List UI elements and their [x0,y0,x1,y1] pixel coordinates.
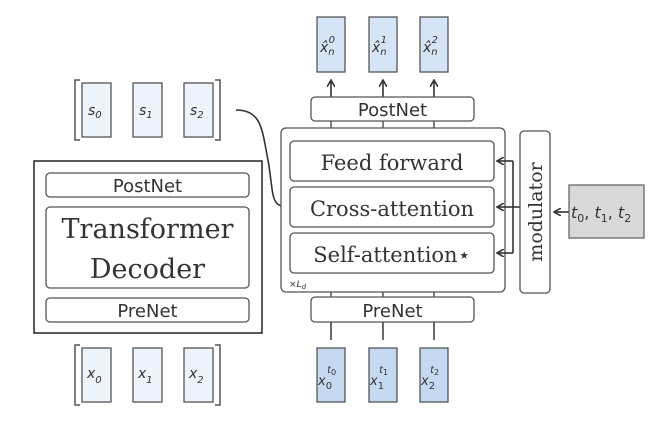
feed-forward-label: Feed forward [321,151,464,175]
context-token: s1 [132,82,163,138]
right-postnet-box [310,96,475,122]
decoder-layer-stack: Feed forward Cross-attention Self-attent… [280,127,506,293]
feed-forward-box [289,140,495,182]
svg-text:x0: x0 [86,366,102,386]
noisy-input-token-group: x0t0 x1t1 x2t2 [316,347,449,403]
output-token: x̂n2 [419,16,449,73]
output-token-group: x̂n0 x̂n1 x̂n2 [316,16,449,73]
cross-attention-box [289,186,495,228]
svg-text:s2: s2 [190,103,204,121]
svg-text:x2: x2 [188,366,204,386]
right-bracket [215,344,221,406]
self-attention-label: Self-attention⋆ [313,243,470,267]
context-token: s2 [183,82,214,138]
svg-text:s0: s0 [88,103,102,121]
right-postnet-label: PostNet [358,100,427,121]
noisy-input-token: x0t0 [316,347,346,403]
left-prenet-label: PreNet [117,301,177,322]
modulator-box [519,130,551,294]
left-bracket [74,344,80,406]
right-prenet-box [310,296,475,323]
modulator-arrows [498,161,520,253]
left-postnet-label: PostNet [113,176,182,197]
decoder-title-line1: Transformer [62,214,234,245]
svg-text:x̂n1: x̂n1 [371,35,387,58]
context-token: s0 [81,82,112,138]
timesteps-label: t0, t1, t2 [571,203,631,225]
layer-repeat-label: ×Ld [289,280,307,291]
svg-text:x2t2: x2t2 [420,365,439,392]
left-bracket [74,79,80,141]
svg-text:x̂n0: x̂n0 [319,35,335,58]
transformer-decoder-block: PostNet Transformer Decoder PreNet [33,160,263,334]
output-token: x̂n0 [316,16,346,73]
input-token: x2 [183,347,214,403]
decoder-title-line2: Decoder [90,254,205,285]
svg-text:s1: s1 [139,103,153,121]
modulator-label: modulator [525,161,547,261]
svg-text:x1t1: x1t1 [369,365,388,392]
cross-attention-label: Cross-attention [310,197,474,221]
decoder-title-box [45,206,250,289]
input-token-group: x0 x1 x2 [74,344,221,406]
noisy-input-token: x1t1 [368,347,398,403]
input-token: x0 [81,347,112,403]
svg-text:x0t0: x0t0 [317,365,336,392]
input-token: x1 [132,347,163,403]
context-to-cross-attention-arrow [235,109,287,207]
svg-text:x1: x1 [137,366,153,386]
timesteps-box [568,184,645,239]
noisy-input-token: x2t2 [419,347,449,403]
right-bracket [215,79,221,141]
output-token: x̂n1 [368,16,398,73]
left-prenet-box [45,297,250,323]
left-postnet-box [45,172,250,198]
svg-text:x̂n2: x̂n2 [422,35,438,58]
self-attention-box [289,232,495,274]
context-token-group: s0 s1 s2 [74,79,221,141]
right-prenet-label: PreNet [362,301,422,322]
